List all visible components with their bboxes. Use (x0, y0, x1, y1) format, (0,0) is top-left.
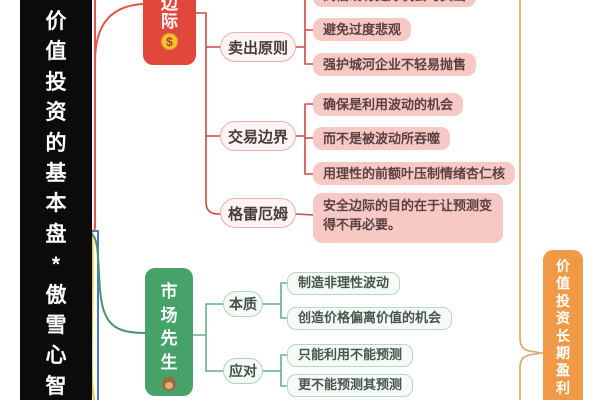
summary-topic-longterm-profit[interactable]: 价值投资长期盈利 (543, 250, 583, 400)
leaf-strong-moat[interactable]: 强护城河企业不轻易抛售 (313, 53, 477, 76)
leaf-use-volatility[interactable]: 确保是利用波动的机会 (313, 93, 464, 116)
response-children-bracket (262, 354, 288, 387)
root-link-green (91, 233, 146, 334)
node-response[interactable]: 应对 (223, 358, 263, 384)
monkey-icon (162, 377, 176, 391)
leaf-irrational-volatility[interactable]: 制造非理性波动 (287, 272, 401, 295)
root-topic[interactable]: 价值投资的基本盘*傲雪心智 (20, 0, 92, 400)
node-response-label: 应对 (229, 363, 257, 379)
trade-children-bracket (295, 103, 314, 175)
leaf-graham-quote-line2: 得不再必要。 (323, 217, 402, 232)
leaf-avoid-pessimism[interactable]: 避免过度悲观 (313, 18, 412, 41)
market-trunk (192, 303, 224, 372)
leaf-graham-quote-line1: 安全边际的目的在于让预测变 (323, 198, 493, 213)
leaf-prefrontal-amygdala[interactable]: 用理性的前额叶压制情绪杏仁核 (313, 162, 516, 185)
node-sell-principles-label: 卖出原则 (227, 39, 288, 57)
topic-mr-market[interactable]: 市场先生 (145, 268, 193, 396)
summary-topic-label: 价值投资长期盈利 (556, 258, 570, 396)
essence-children-bracket (262, 282, 288, 319)
graham-child-link (295, 213, 314, 216)
topic-safety-margin-label: 安全边际 (161, 0, 178, 31)
summary-brace (519, 0, 544, 400)
money-coin-icon: $ (161, 33, 178, 51)
leaf-not-predict-prediction[interactable]: 更不能预测其预测 (287, 374, 414, 397)
leaf-sell-1-clipped[interactable]: 高估或有更好机会时卖出 (313, 0, 477, 7)
leaf-not-swallowed[interactable]: 而不是被波动所吞噬 (313, 127, 451, 150)
node-graham[interactable]: 格雷厄姆 (220, 198, 296, 228)
margin-trunk (195, 12, 221, 215)
node-essence-label: 本质 (229, 296, 257, 312)
node-sell-principles[interactable]: 卖出原则 (220, 32, 296, 62)
node-trading-boundary[interactable]: 交易边界 (220, 121, 296, 151)
root-link-yellow (90, 232, 95, 400)
node-graham-label: 格雷厄姆 (227, 205, 288, 223)
leaf-exploit-not-predict[interactable]: 只能利用不能预测 (287, 344, 414, 367)
leaf-graham-quote[interactable]: 安全边际的目的在于让预测变 得不再必要。 (313, 193, 503, 243)
root-link-red (91, 0, 144, 233)
topic-mr-market-label: 市场先生 (160, 282, 178, 372)
node-trading-boundary-label: 交易边界 (227, 128, 288, 146)
node-essence[interactable]: 本质 (223, 291, 263, 317)
topic-safety-margin[interactable]: 安全边际 $ (143, 0, 196, 65)
leaf-price-deviation[interactable]: 创造价格偏离价值的机会 (287, 307, 453, 330)
root-topic-label: 价值投资的基本盘*傲雪心智 (45, 10, 67, 398)
sell-children-bracket (295, 0, 314, 65)
